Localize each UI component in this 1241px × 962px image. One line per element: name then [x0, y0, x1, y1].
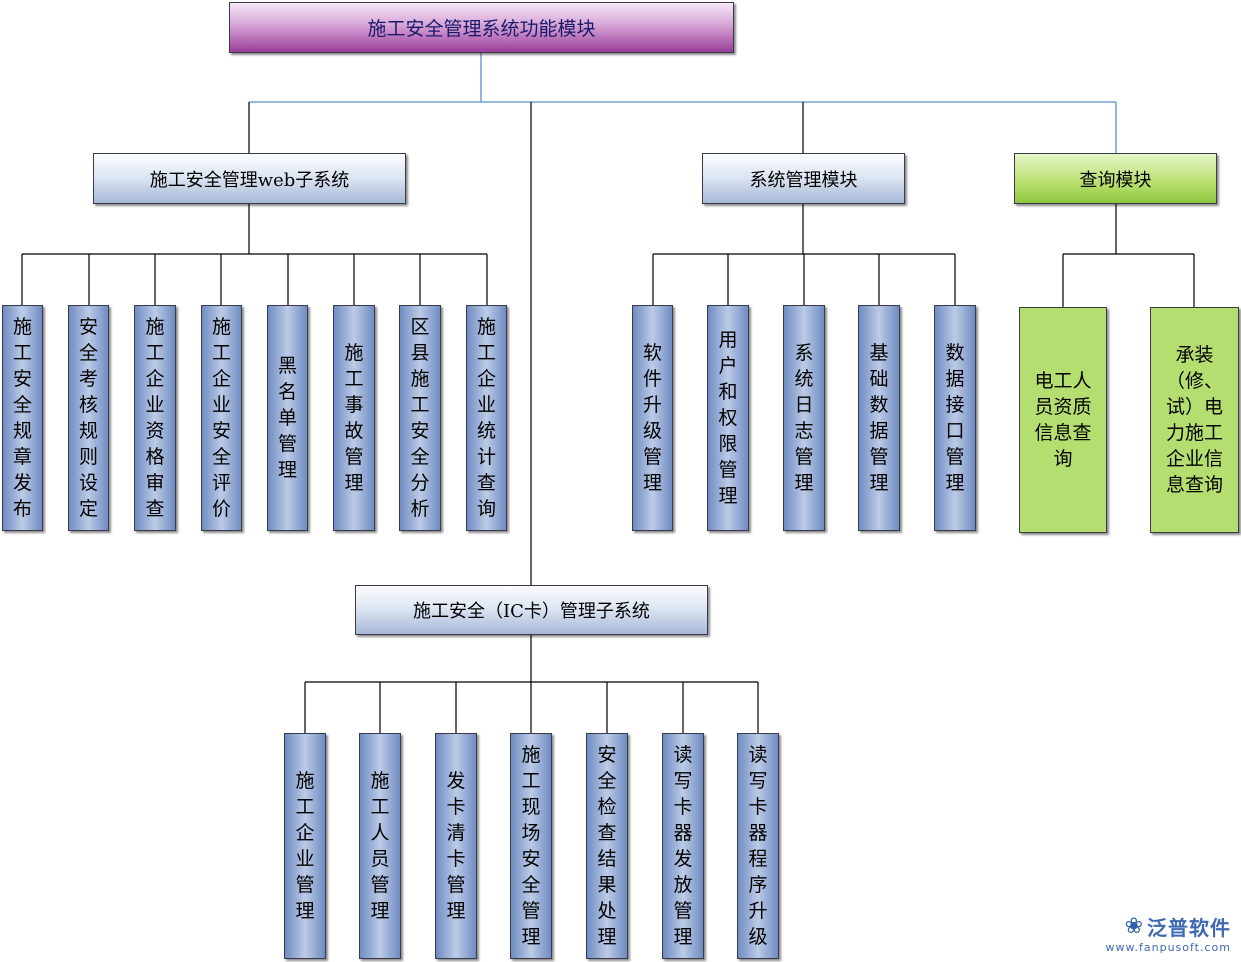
- ic-item-label: 施工现场安全管理: [521, 744, 541, 948]
- ic-item-label: 施工企业管理: [295, 770, 315, 922]
- web-item-node: 安全考核规则设定: [68, 305, 109, 531]
- web-item-label: 施工企业资格审查: [145, 316, 165, 520]
- query-item-label: 电工人员资质信息查询: [1034, 370, 1092, 470]
- sysmgmt-item-node: 用户和权限管理: [707, 305, 749, 531]
- web-item-label: 施工企业统计查询: [476, 316, 496, 520]
- web-item-node: 施工事故管理: [333, 305, 375, 531]
- ic-item-label: 发卡清卡管理: [446, 770, 466, 922]
- ic-item-node: 施工现场安全管理: [510, 733, 552, 959]
- sysmgmt-item-node: 系统日志管理: [783, 305, 825, 531]
- system-mgmt-node: 系统管理模块: [702, 153, 905, 204]
- web-subsystem-node: 施工安全管理web子系统: [93, 153, 406, 204]
- ic-item-label: 读写卡器发放管理: [673, 744, 693, 948]
- sysmgmt-item-node: 软件升级管理: [632, 305, 673, 531]
- web-item-node: 施工企业安全评价: [201, 305, 242, 531]
- ic-subsystem-label: 施工安全（IC卡）管理子系统: [413, 601, 650, 622]
- sysmgmt-item-label: 基础数据管理: [869, 342, 889, 494]
- ic-item-label: 施工人员管理: [370, 770, 390, 922]
- ic-item-node: 施工人员管理: [359, 733, 401, 959]
- ic-item-node: 发卡清卡管理: [435, 733, 477, 959]
- sysmgmt-item-label: 数据接口管理: [945, 342, 965, 494]
- web-item-label: 施工企业安全评价: [211, 316, 231, 520]
- sysmgmt-item-label: 软件升级管理: [642, 342, 662, 494]
- root-label: 施工安全管理系统功能模块: [367, 18, 596, 40]
- fanpu-logo: ❀ 泛普软件 www.fanpusoft.com: [1106, 912, 1231, 954]
- web-item-node: 施工企业统计查询: [466, 305, 507, 531]
- web-subsystem-label: 施工安全管理web子系统: [149, 169, 350, 191]
- ic-item-node: 施工企业管理: [284, 733, 326, 959]
- web-item-node: 区县施工安全分析: [399, 305, 441, 531]
- query-item-label: 承装（修、试）电力施工企业信息查询: [1165, 344, 1223, 496]
- query-item-node: 电工人员资质信息查询: [1019, 307, 1107, 533]
- web-item-node: 施工安全规章发布: [2, 305, 43, 531]
- query-item-node: 承装（修、试）电力施工企业信息查询: [1150, 307, 1239, 533]
- ic-item-node: 读写卡器程序升级: [737, 733, 779, 959]
- ic-item-label: 安全检查结果处理: [597, 744, 617, 948]
- ic-item-node: 安全检查结果处理: [586, 733, 628, 959]
- web-item-label: 施工安全规章发布: [12, 316, 32, 520]
- ic-item-node: 读写卡器发放管理: [662, 733, 704, 959]
- logo-url: www.fanpusoft.com: [1105, 941, 1231, 954]
- web-item-label: 黑名单管理: [277, 355, 297, 481]
- sysmgmt-item-node: 数据接口管理: [934, 305, 976, 531]
- query-module-node: 查询模块: [1014, 153, 1217, 204]
- query-module-label: 查询模块: [1079, 169, 1152, 191]
- ic-subsystem-node: 施工安全（IC卡）管理子系统: [355, 585, 708, 635]
- web-item-node: 黑名单管理: [267, 305, 308, 531]
- sysmgmt-item-node: 基础数据管理: [858, 305, 900, 531]
- web-item-label: 安全考核规则设定: [78, 316, 98, 520]
- fanpu-logo-icon: ❀: [1124, 914, 1143, 939]
- ic-item-label: 读写卡器程序升级: [748, 744, 768, 948]
- web-item-label: 施工事故管理: [344, 342, 364, 494]
- web-item-label: 区县施工安全分析: [410, 316, 430, 520]
- web-item-node: 施工企业资格审查: [134, 305, 176, 531]
- logo-name: 泛普软件: [1147, 916, 1231, 940]
- sysmgmt-item-label: 系统日志管理: [794, 342, 814, 494]
- sysmgmt-item-label: 用户和权限管理: [718, 329, 738, 507]
- root-node: 施工安全管理系统功能模块: [229, 2, 734, 53]
- system-mgmt-label: 系统管理模块: [749, 169, 858, 191]
